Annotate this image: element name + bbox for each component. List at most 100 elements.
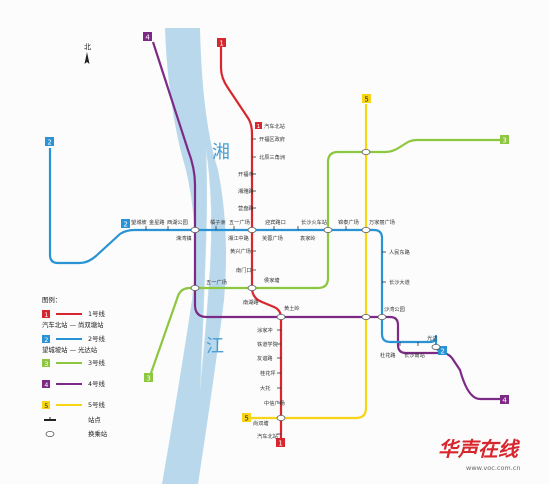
station-label[interactable]: 光达 [427,334,437,342]
line2-badge-east-label: 2 [440,348,444,356]
station-label[interactable]: 涂家冲 [257,326,273,334]
legend-line5-badge: 5 [44,402,48,410]
river-label-bottom: 江 [206,336,224,357]
line1-track [219,42,283,440]
line2-ticks [145,226,419,346]
station-label[interactable]: 人民东路 [389,248,411,256]
transfer-station[interactable] [431,343,441,350]
line5-badge-end-label: 5 [244,415,248,423]
station-label[interactable]: 营盘路 [238,204,254,212]
line4-badge-label: 4 [145,34,150,42]
transfer-station[interactable] [190,226,200,233]
station-label[interactable]: 长沙火车站 [301,218,327,226]
station-label[interactable]: 迎宾路口 [265,218,286,226]
station-label[interactable]: 大托 [260,384,270,392]
line5-badge-label: 5 [364,96,368,104]
station-label[interactable]: 侯家塘 [264,276,280,284]
station-label[interactable]: 南门口 [236,266,252,274]
station-label[interactable]: 西湖公园 [167,218,188,226]
station-label[interactable]: 五一广场 [206,278,227,286]
line1-ticks [252,138,281,435]
transfer-station[interactable] [323,226,333,233]
station-label[interactable]: 长沙南站 [404,351,425,359]
station-label[interactable]: 湘江中路 [228,234,250,242]
line5-badge-end: 5 [242,413,251,423]
station-label[interactable]: 万家丽广场 [369,218,395,226]
watermark: 华声在线 www.voc.com.cn [438,437,521,472]
watermark-brand: 华声在线 [438,437,521,461]
legend-station-label: 站点 [88,415,101,424]
station-label[interactable]: 长沙大道 [389,278,410,286]
transfer-station[interactable] [377,313,387,320]
legend-line2-name: 2号线 [88,334,105,343]
station-label[interactable]: 望城坡 [131,218,147,226]
line1-terminal-badge-label: 1 [257,124,261,130]
station-label[interactable]: 北辰三角洲 [259,153,285,161]
line4-stations: 五一广场 [206,278,227,286]
legend-line4-name: 4号线 [88,379,105,388]
line3-track [148,138,500,377]
line2-badge-east: 2 [438,346,447,356]
line4-track [151,41,500,401]
legend-line4-badge: 4 [44,381,48,389]
station-label[interactable]: 金星路 [149,218,165,226]
line2-badge-label: 2 [47,139,51,147]
transfer-station[interactable] [276,414,286,421]
legend-line1-badge: 1 [44,311,48,319]
xiang-river [162,28,226,484]
line1-badge-end-label: 1 [278,440,282,448]
transfer-station[interactable] [361,148,371,155]
legend: 图例： 1 1号线 汽车北站 — 尚双塘站 2 2号线 望城坡站 — 光达站 3… [42,295,108,438]
transfer-station[interactable] [361,313,371,320]
transfer-station[interactable] [247,226,257,233]
station-label[interactable]: 橘子洲 [210,218,226,226]
station-label[interactable]: 开福区政府 [259,135,285,143]
station-label[interactable]: 锦泰广场 [338,218,359,226]
legend-transfer-label: 换乘站 [88,429,108,438]
legend-line1-desc: 汽车北站 — 尚双塘站 [42,320,104,329]
station-label[interactable]: 友谊路 [257,354,273,362]
north-arrow-icon [84,52,90,64]
transfer-station[interactable] [361,226,371,233]
station-label[interactable]: 尚双塘 [253,419,269,427]
line3-badge-end: 3 [144,373,153,383]
station-label[interactable]: 溁湾镇 [176,234,192,242]
station-label[interactable]: 铁道学院 [257,340,279,348]
line5-track [250,104,368,420]
station-label[interactable]: 黄土岭 [284,304,300,312]
legend-transfer-symbol [45,430,55,437]
legend-line5-name: 5号线 [88,400,105,409]
line4-badge: 4 [143,32,152,42]
station-label[interactable]: 五一广场 [229,218,250,226]
line4-badge-end: 4 [500,395,509,405]
station-label[interactable]: 南湖路 [243,298,259,306]
line3-badge: 3 [500,135,509,145]
watermark-url: www.voc.com.cn [466,464,521,472]
transfer-station[interactable] [190,284,200,291]
compass-label: 北 [84,43,91,51]
line1-badge-end: 1 [276,438,285,448]
station-label[interactable]: 汽车北站 [257,432,278,440]
station-label[interactable]: 黄兴广场 [230,247,251,255]
station-label[interactable]: 开福寺 [238,170,254,178]
line1-badge-label: 1 [219,40,223,48]
line3-badge-end-label: 3 [146,375,150,383]
line5-badge: 5 [362,94,371,104]
station-label[interactable]: 芙蓉广场 [262,234,283,242]
line2-badge-west: 2 [121,219,130,229]
station-label[interactable]: 沙湾公园 [384,305,405,313]
legend-line3-name: 3号线 [88,358,105,367]
line2-stations: 望城坡 金星路 西湖公园 溁湾镇 橘子洲 湘江中路 五一广场 芙蓉广场 迎宾路口… [131,218,437,359]
transfer-station[interactable] [247,284,257,291]
legend-line1-name: 1号线 [88,309,105,318]
station-label[interactable]: 袁家岭 [300,234,316,242]
legend-line2-desc: 望城坡站 — 光达站 [42,345,98,354]
station-label[interactable]: 桂花坪 [260,369,276,377]
station-label[interactable]: 杜花路 [380,351,396,359]
station-label[interactable]: 汽车北站 [264,122,285,130]
station-label[interactable]: 湘雅路 [238,187,254,195]
station-label[interactable]: 中信广场 [264,399,285,407]
transfer-station[interactable] [276,313,286,320]
